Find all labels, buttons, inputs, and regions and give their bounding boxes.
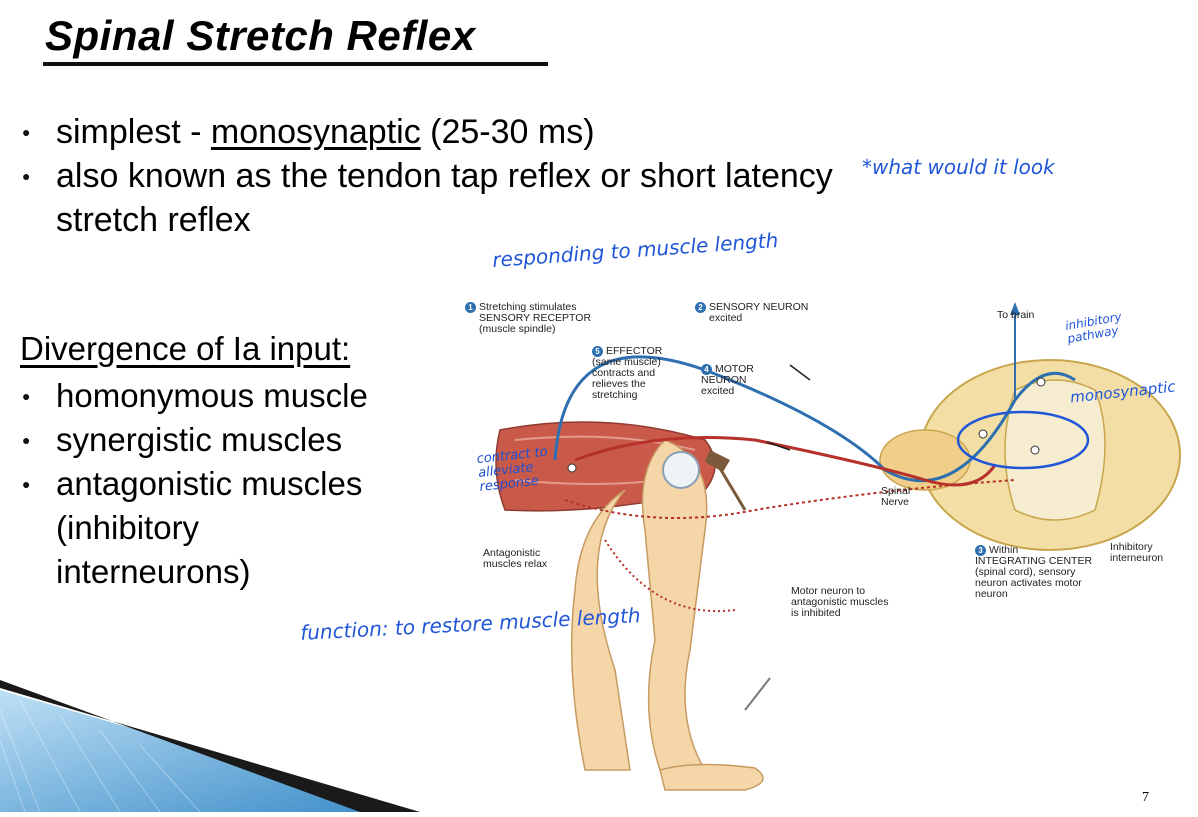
corner-decoration — [0, 680, 420, 812]
step3-title: Within — [989, 544, 1019, 556]
spinal-nerve-label: Spinal Nerve — [881, 485, 911, 508]
step2-number: 2 — [695, 302, 706, 313]
step4-title: MOTOR NEURON — [701, 363, 754, 386]
step2-title: SENSORY NEURON — [709, 301, 809, 313]
monosynaptic-term: monosynaptic — [210, 113, 421, 151]
step5-title: EFFECTOR — [606, 345, 663, 357]
step1-title: Stretching stimulates — [479, 301, 577, 313]
reflex-illustration — [495, 302, 1181, 791]
divergence-heading: Divergence of Ia input: — [20, 330, 351, 367]
list-item: synergistic muscles — [20, 418, 450, 462]
step4-number: 4 — [701, 364, 712, 375]
slide-title: Spinal Stretch Reflex — [45, 12, 476, 59]
list-item: homonymous muscle — [20, 374, 450, 418]
step3-body: INTEGRATING CENTER (spinal cord), sensor… — [975, 555, 1093, 600]
handwritten-note-top: *what would it look — [862, 155, 1055, 179]
page-number: 7 — [1142, 790, 1149, 805]
antagonistic-relax-label: Antagonistic muscles relax — [483, 547, 548, 570]
divergence-list: homonymous muscle synergistic muscles an… — [20, 374, 450, 594]
inhibitory-interneuron-label: Inhibitory interneuron — [1110, 541, 1164, 564]
motor-neuron-antagonistic-label: Motor neuron to antagonistic muscles is … — [791, 585, 889, 619]
step1-number: 1 — [465, 302, 476, 313]
step5-number: 5 — [592, 346, 603, 357]
step3-number: 3 — [975, 545, 986, 556]
step1-sub: (muscle spindle) — [479, 323, 556, 335]
bullet-text: (25-30 ms) — [420, 113, 595, 151]
bullet-text: simplest - — [56, 113, 211, 151]
step1-body: SENSORY RECEPTOR — [479, 312, 592, 324]
to-brain-label: To brain — [997, 309, 1035, 321]
step2-sub: excited — [709, 312, 743, 324]
list-item: antagonistic muscles — [20, 462, 450, 506]
step5-body: (same muscle) contracts and relieves the… — [592, 356, 661, 401]
bullet-simplest: simplest - monosynaptic (25-30 ms) — [20, 110, 850, 154]
list-item-sub: interneurons) — [56, 553, 251, 590]
bullet-also-known: also known as the tendon tap reflex or s… — [20, 154, 856, 242]
bullet-list: simplest - monosynaptic (25-30 ms) also … — [20, 110, 850, 242]
list-item-sub: (inhibitory — [56, 509, 200, 546]
step4-sub: excited — [701, 385, 735, 397]
title-underline — [43, 62, 548, 66]
